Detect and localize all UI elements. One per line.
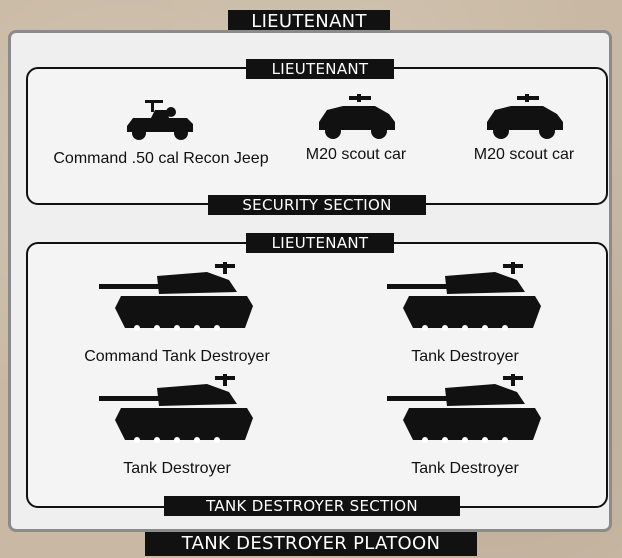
unit-tank-destroyer-2: Tank Destroyer <box>62 374 292 478</box>
unit-command-tank-destroyer: Command Tank Destroyer <box>62 262 292 366</box>
unit-scout-car-2: M20 scout car <box>464 92 584 164</box>
security-lieutenant-banner: LIEUTENANT <box>246 59 394 79</box>
jeep-icon <box>127 100 193 140</box>
td-lieutenant-banner: LIEUTENANT <box>246 233 394 253</box>
unit-jeep-label: Command .50 cal Recon Jeep <box>53 150 269 167</box>
tank-destroyer-icon <box>99 262 253 331</box>
unit-tank-destroyer-1: Tank Destroyer <box>350 262 580 366</box>
tank-destroyer-icon <box>99 374 253 443</box>
unit-tank-destroyer-2-label: Tank Destroyer <box>123 460 231 477</box>
unit-scout-car-2-label: M20 scout car <box>473 146 575 163</box>
unit-tank-destroyer-1-label: Tank Destroyer <box>411 348 519 365</box>
td-section-footer: TANK DESTROYER SECTION <box>164 496 460 516</box>
unit-command-tank-destroyer-label: Command Tank Destroyer <box>84 348 270 365</box>
scout-car-icon <box>319 94 395 139</box>
tank-destroyer-icon <box>387 262 541 331</box>
platoon-title-banner: TANK DESTROYER PLATOON <box>145 532 477 556</box>
unit-scout-car-1: M20 scout car <box>296 92 416 164</box>
unit-tank-destroyer-3-label: Tank Destroyer <box>411 460 519 477</box>
unit-jeep: Command .50 cal Recon Jeep <box>36 96 286 168</box>
tank-destroyer-icon <box>387 374 541 443</box>
unit-tank-destroyer-3: Tank Destroyer <box>350 374 580 478</box>
scout-car-icon <box>487 94 563 139</box>
security-section-footer: SECURITY SECTION <box>208 195 426 215</box>
unit-scout-car-1-label: M20 scout car <box>305 146 407 163</box>
